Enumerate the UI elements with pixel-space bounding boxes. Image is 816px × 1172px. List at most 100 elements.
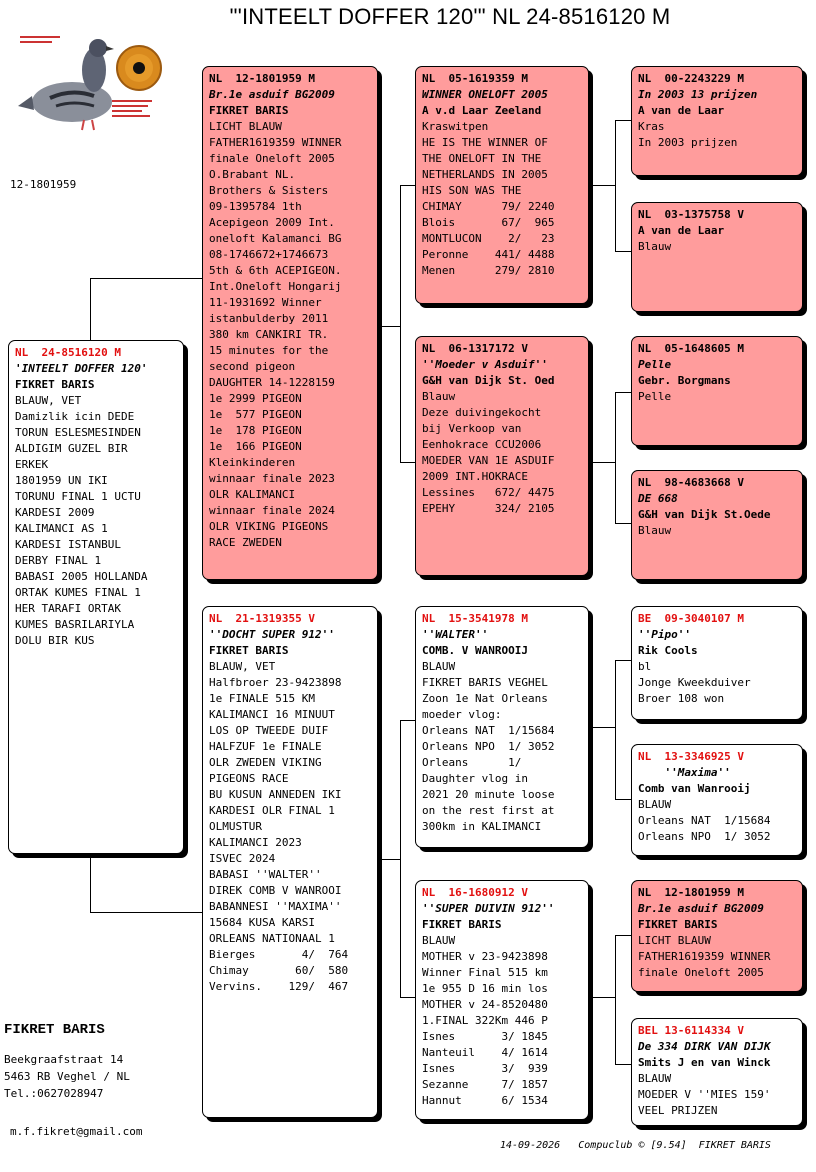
info-line: BLAUW xyxy=(422,660,456,673)
info-line: NETHERLANDS IN 2005 xyxy=(422,168,548,181)
pedigree-card[interactable]: NL 16-1680912 V''SUPER DUIVIN 912''FIKRE… xyxy=(415,880,589,1120)
connector-line xyxy=(400,185,401,463)
pigeon-name: De 334 DIRK VAN DIJK xyxy=(638,1040,771,1053)
connector-line xyxy=(615,523,631,524)
connector-line xyxy=(90,278,204,279)
connector-line xyxy=(615,660,631,661)
info-line: Orleans NPO 1/ 3052 xyxy=(638,830,771,843)
info-line: 2021 20 minute loose xyxy=(422,788,555,801)
info-line: Eenhokrace CCU2006 xyxy=(422,438,542,451)
info-line: Jonge Kweekduiver xyxy=(638,676,751,689)
pigeon-name: DE 668 xyxy=(638,492,678,505)
info-line: TORUNU FINAL 1 UCTU xyxy=(15,490,141,503)
info-line: KARDESI 2009 xyxy=(15,506,95,519)
pedigree-card[interactable]: NL 06-1317172 V''Moeder v Asduif''G&H va… xyxy=(415,336,589,576)
info-line: HE IS THE WINNER OF xyxy=(422,136,548,149)
info-line: BABASI 2005 HOLLANDA xyxy=(15,570,148,583)
info-line: Blauw xyxy=(422,390,456,403)
pedigree-card[interactable]: NL 24-8516120 M'INTEELT DOFFER 120'FIKRE… xyxy=(8,340,184,854)
info-line: Vervins. 129/ 467 xyxy=(209,980,349,993)
pedigree-card[interactable]: NL 15-3541978 M''WALTER''COMB. V WANROOI… xyxy=(415,606,589,848)
connector-line xyxy=(615,935,616,1065)
info-line: finale Oneloft 2005 xyxy=(638,966,764,979)
info-line: second pigeon xyxy=(209,360,296,373)
info-line: 5th & 6th ACEPIGEON. xyxy=(209,264,342,277)
info-line: OLR ZWEDEN VIKING xyxy=(209,756,322,769)
connector-line xyxy=(400,185,416,186)
ring-number: NL 00-2243229 M xyxy=(638,72,744,85)
info-line: 1e 577 PIGEON xyxy=(209,408,302,421)
info-line: Halfbroer 23-9423898 xyxy=(209,676,342,689)
page-title: "'INTEELT DOFFER 120'" NL 24-8516120 M xyxy=(229,4,671,29)
info-line: MOTHER v 23-9423898 xyxy=(422,950,548,963)
info-line: 1e FINALE 515 KM xyxy=(209,692,315,705)
info-line: Peronne 441/ 4488 xyxy=(422,248,555,261)
info-line: KUMES BASRILARIYLA xyxy=(15,618,135,631)
owner-address-line: 5463 RB Veghel / NL xyxy=(4,1070,130,1083)
pigeon-name: ''Maxima'' xyxy=(638,766,731,779)
info-line: 08-1746672+1746673 xyxy=(209,248,329,261)
owner-email[interactable]: m.f.fikret@gmail.com xyxy=(10,1125,143,1138)
pigeon-name: ''Pipo'' xyxy=(638,628,691,641)
info-line: 300km in KALIMANCI xyxy=(422,820,542,833)
info-line: Blauw xyxy=(638,524,672,537)
info-line: MOEDER VAN 1E ASDUIF xyxy=(422,454,555,467)
ring-number: NL 98-4683668 V xyxy=(638,476,744,489)
header-ring-number: 12-1801959 xyxy=(10,178,77,191)
connector-line xyxy=(90,278,91,340)
pedigree-card[interactable]: NL 21-1319355 V''DOCHT SUPER 912''FIKRET… xyxy=(202,606,378,1118)
ring-number: NL 12-1801959 M xyxy=(638,886,744,899)
info-line: moeder vlog: xyxy=(422,708,502,721)
info-line: bl xyxy=(638,660,652,673)
breeder-name: Rik Cools xyxy=(638,644,698,657)
breeder-name: Gebr. Borgmans xyxy=(638,374,731,387)
info-line: DAUGHTER 14-1228159 xyxy=(209,376,335,389)
info-line: FIKRET BARIS VEGHEL xyxy=(422,676,548,689)
info-line: FATHER1619359 WINNER xyxy=(209,136,342,149)
info-line: LICHT BLAUW xyxy=(209,120,282,133)
info-line: KARDESI ISTANBUL xyxy=(15,538,121,551)
info-line: Bierges 4/ 764 xyxy=(209,948,349,961)
owner-block: FIKRET BARIS Beekgraafstraat 14 5463 RB … xyxy=(4,1022,130,1102)
connector-line xyxy=(588,462,616,463)
connector-line xyxy=(615,799,631,800)
info-line: KALIMANCI 2023 xyxy=(209,836,302,849)
info-line: on the rest first at xyxy=(422,804,555,817)
ring-number: NL 21-1319355 V xyxy=(209,612,315,625)
info-line: Brothers & Sisters xyxy=(209,184,329,197)
info-line: Acepigeon 2009 Int. xyxy=(209,216,335,229)
info-line: O.Brabant NL. xyxy=(209,168,296,181)
info-line: 1e 2999 PIGEON xyxy=(209,392,302,405)
info-line: KALIMANCI 16 MINUUT xyxy=(209,708,335,721)
info-line: 2009 INT.HOKRACE xyxy=(422,470,528,483)
info-line: 1.FINAL 322Km 446 P xyxy=(422,1014,548,1027)
pigeon-name: WINNER ONELOFT 2005 xyxy=(422,88,548,101)
info-line: Nanteuil 4/ 1614 xyxy=(422,1046,548,1059)
info-line: VEEL PRIJZEN xyxy=(638,1104,718,1117)
info-line: BLAUW xyxy=(638,798,672,811)
pigeon-name: In 2003 13 prijzen xyxy=(638,88,758,101)
pedigree-card[interactable]: NL 13-3346925 V ''Maxima''Comb van Wanro… xyxy=(631,744,803,856)
info-line: Deze duivingekocht xyxy=(422,406,542,419)
connector-line xyxy=(588,727,616,728)
info-line: KALIMANCI AS 1 xyxy=(15,522,108,535)
breeder-name: FIKRET BARIS xyxy=(15,378,95,391)
info-line: Blois 67/ 965 xyxy=(422,216,555,229)
info-line: winnaar finale 2023 xyxy=(209,472,335,485)
info-line: Kras xyxy=(638,120,665,133)
connector-line xyxy=(615,1064,631,1065)
ring-number: NL 16-1680912 V xyxy=(422,886,528,899)
info-line: Menen 279/ 2810 xyxy=(422,264,555,277)
info-line: HIS SON WAS THE xyxy=(422,184,522,197)
ring-number: BE 09-3040107 M xyxy=(638,612,744,625)
ring-number: BEL 13-6114334 V xyxy=(638,1024,744,1037)
